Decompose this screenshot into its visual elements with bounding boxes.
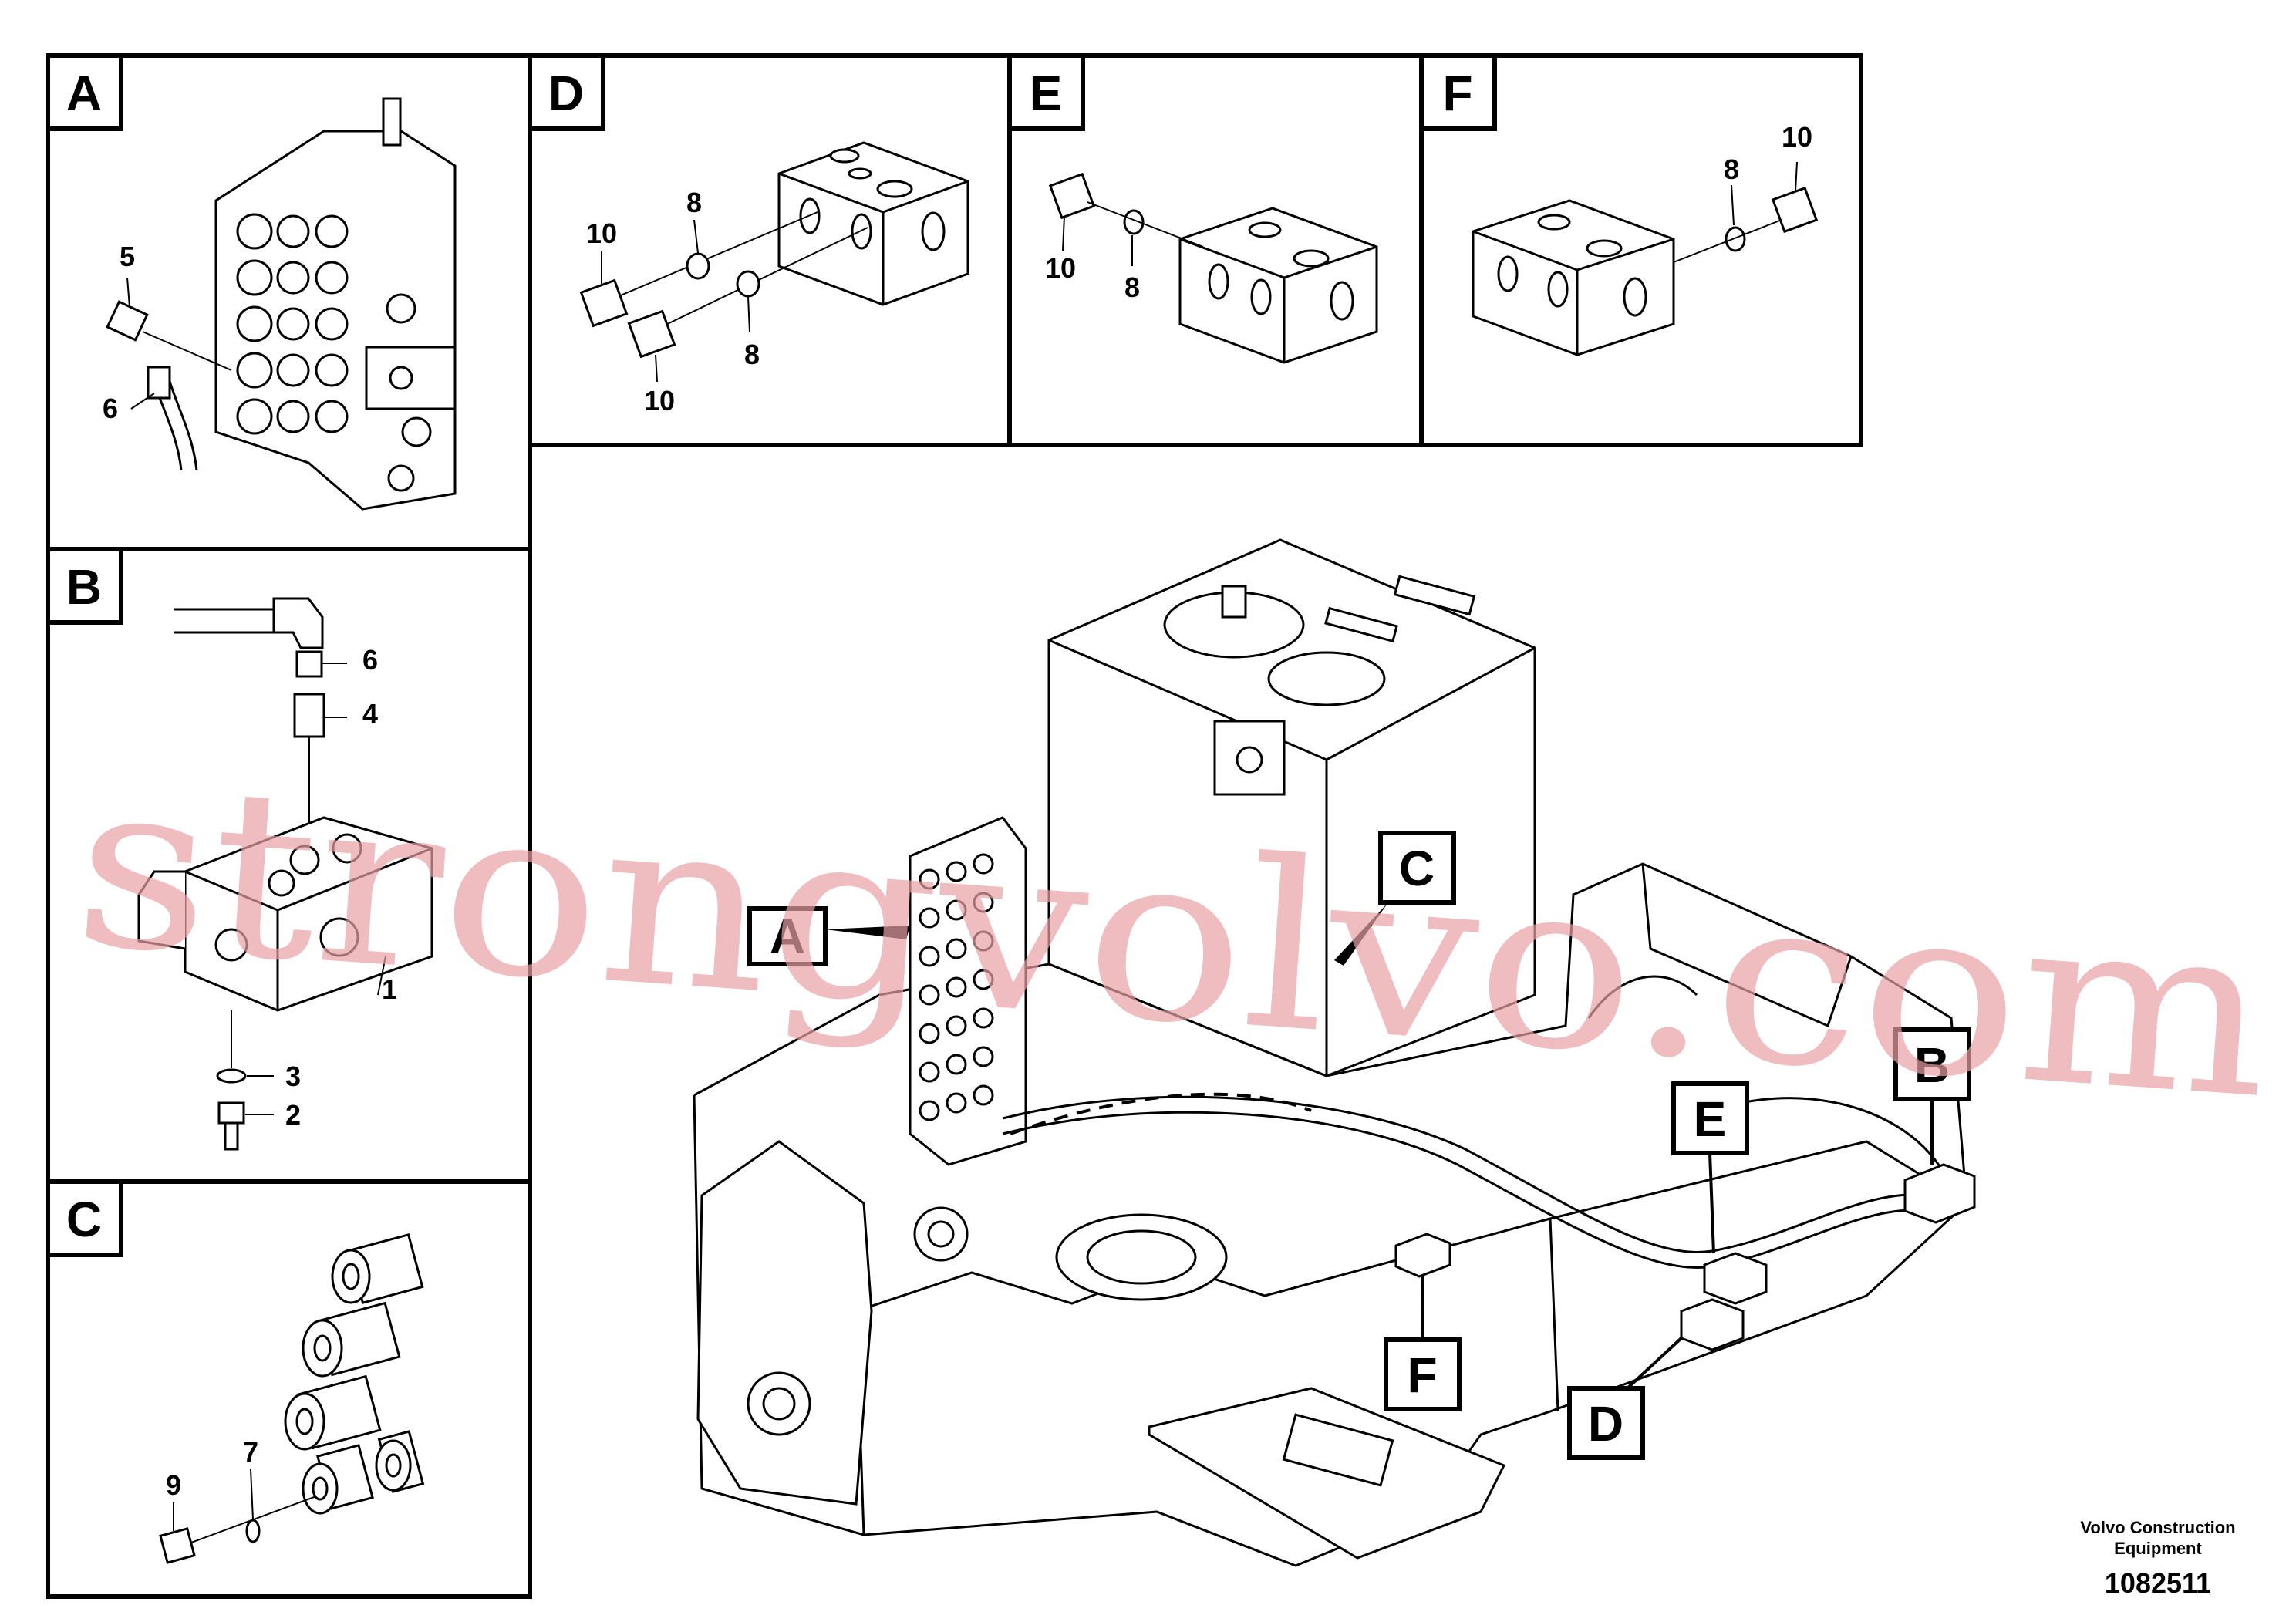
callout-c-7: 7 <box>243 1436 258 1468</box>
panel-f-drawing: 8 10 <box>1472 121 1819 356</box>
location-tag-d: D <box>1567 1337 1683 1460</box>
company-line-1: Volvo Construction <box>2080 1518 2235 1537</box>
panel-e-drawing: 10 8 <box>1045 172 1378 364</box>
bushing-4 <box>302 1444 374 1515</box>
svg-text:A: A <box>770 909 805 964</box>
callout-a-6: 6 <box>103 393 118 424</box>
panel-tag-e: E <box>1007 53 1085 131</box>
panel-b-drawing: 6 4 1 3 2 <box>137 597 433 1151</box>
bushing-1 <box>331 1233 424 1304</box>
callout-f-8: 8 <box>1724 153 1739 185</box>
panel-a-drawing: 5 6 <box>103 97 457 511</box>
svg-text:F: F <box>1407 1347 1437 1403</box>
location-tag-f: F <box>1384 1276 1462 1411</box>
callout-b-6: 6 <box>362 644 378 676</box>
callout-e-10: 10 <box>1045 252 1076 284</box>
svg-text:E: E <box>1694 1091 1727 1147</box>
svg-text:C: C <box>1399 841 1435 896</box>
svg-text:F: F <box>1442 66 1472 121</box>
svg-text:B: B <box>66 559 102 615</box>
panel-frames <box>46 53 1863 1599</box>
callout-d-10-top: 10 <box>586 218 617 249</box>
svg-text:D: D <box>548 66 584 121</box>
panel-tag-a: A <box>46 53 123 131</box>
company-line-2: Equipment <box>2114 1539 2202 1558</box>
location-tag-a: A <box>747 906 910 966</box>
bushing-5 <box>375 1430 425 1493</box>
bushing-2 <box>302 1301 401 1378</box>
svg-text:E: E <box>1030 66 1063 121</box>
callout-d-10-bottom: 10 <box>644 385 675 416</box>
callout-d-8-top: 8 <box>686 187 702 218</box>
main-valve-spools <box>919 853 994 1121</box>
callout-b-4: 4 <box>362 698 378 730</box>
callout-b-3: 3 <box>285 1061 301 1092</box>
callout-f-10: 10 <box>1782 121 1812 153</box>
callout-b-1: 1 <box>382 973 397 1005</box>
drawing-number: 1082511 <box>2105 1567 2211 1599</box>
callout-d-8-bottom: 8 <box>744 339 760 370</box>
location-tag-b: B <box>1893 1027 1971 1165</box>
panel-tag-f: F <box>1419 53 1497 131</box>
location-tag-e: E <box>1671 1081 1749 1254</box>
bushing-3 <box>284 1374 382 1451</box>
callout-e-8: 8 <box>1124 271 1140 303</box>
svg-text:C: C <box>66 1192 102 1247</box>
callout-a-5: 5 <box>120 241 135 272</box>
panel-tag-c: C <box>46 1179 123 1257</box>
panel-tag-d: D <box>528 53 605 131</box>
footer: Volvo Construction Equipment 1082511 <box>2080 1518 2235 1599</box>
location-tag-c: C <box>1334 831 1456 966</box>
svg-text:B: B <box>1914 1037 1950 1093</box>
panel-tag-b: B <box>46 547 123 625</box>
callout-b-2: 2 <box>285 1099 301 1131</box>
valve-spools <box>236 213 432 492</box>
svg-text:D: D <box>1588 1396 1623 1452</box>
callout-c-9: 9 <box>166 1469 181 1501</box>
svg-text:A: A <box>66 66 102 121</box>
panel-d-drawing: 10 8 8 10 <box>579 141 969 416</box>
main-frame-drawing <box>693 538 1976 1567</box>
panel-c-drawing: 9 7 <box>159 1233 425 1564</box>
